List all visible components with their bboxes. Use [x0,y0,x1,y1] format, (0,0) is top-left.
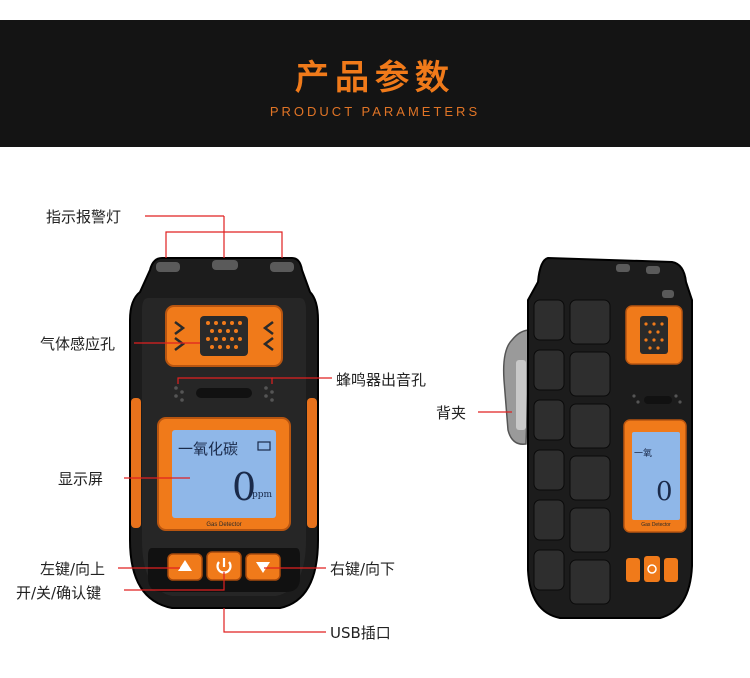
callout-power-key: 开/关/确认键 [16,584,102,602]
svg-text:Gas Detector: Gas Detector [641,522,671,528]
led-center [212,260,238,270]
device-display [172,430,276,518]
callout-back-clip: 背夹 [436,404,467,422]
led-left [156,262,180,272]
led-right [270,262,294,272]
page-subtitle: PRODUCT PARAMETERS [269,104,481,119]
side-device: 一氧 0 Gas Detector [502,256,693,619]
svg-text:0: 0 [656,477,673,507]
front-device: 一氧化碳 0 ppm Gas Detector [129,257,319,609]
display-unit: ppm [252,490,273,500]
callout-indicator-lights: 指示报警灯 [46,208,122,226]
callout-buzzer-hole: 蜂鸣器出音孔 [336,371,427,389]
callout-display: 显示屏 [58,470,104,488]
callout-right-key: 右键/向下 [330,560,396,578]
display-brand: Gas Detector [206,522,241,528]
callout-lines [118,215,512,633]
header-banner: 产品参数 PRODUCT PARAMETERS [0,20,750,147]
display-gas-name: 一氧化碳 [178,440,238,458]
buzzer-slot [196,388,252,398]
right-key-button[interactable] [245,553,281,581]
svg-text:一氧: 一氧 [634,447,652,459]
callout-usb-port: USB插口 [330,624,391,642]
callout-left-key: 左键/向上 [40,560,106,578]
page-title: 产品参数 [295,58,455,98]
callout-gas-sensor-hole: 气体感应孔 [40,335,116,353]
display-reading: 0 [232,465,256,509]
left-key-button[interactable] [167,553,203,581]
